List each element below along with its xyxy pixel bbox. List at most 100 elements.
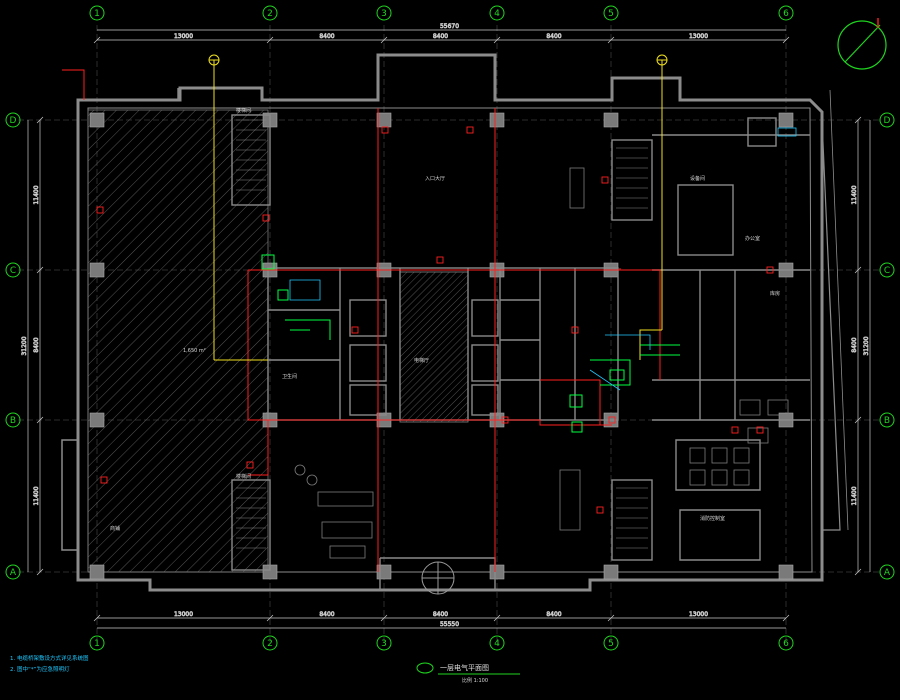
hatched-core-area [399,271,469,423]
cyan-annotations [289,127,797,391]
room-label-office: 办公室 [745,235,760,242]
circuit-tag [571,326,579,334]
grid-bubble-row-B: B [879,412,895,428]
grid-bubble-col-2: 2 [262,5,278,21]
svg-text:3: 3 [381,639,387,649]
circuit-tag [596,506,604,514]
circuit-tag [262,214,270,222]
feeder-lines-yellow [208,54,668,361]
dimension-text: 13000 [689,33,708,40]
circuit-tag [766,266,774,274]
column [778,564,794,580]
svg-text:1: 1 [94,9,100,19]
dimension-text: 8400 [546,611,561,618]
svg-text:A: A [884,568,891,578]
circuit-tag-markers [96,126,774,514]
column [89,564,105,580]
circuit-tag [756,426,764,434]
svg-text:6: 6 [783,9,789,19]
dimension-total: 55550 [440,621,459,628]
drawing-title-block: 一层电气平面图 比例 1:100 [416,662,520,684]
circuit-tag [100,476,108,484]
svg-text:4: 4 [494,9,500,19]
column [89,112,105,128]
circuit-tag [381,126,389,134]
circuit-tag [608,416,616,424]
area-label: 1,650 m² [183,348,206,354]
column [376,112,392,128]
grid-bubble-col-1: 1 [89,5,105,21]
svg-text:D: D [884,116,891,126]
svg-text:2: 2 [267,9,273,19]
room-label-hall: 入口大厅 [425,175,445,182]
room-label-toilet: 卫生间 [282,373,297,380]
room-label-lobby: 电梯厅 [414,357,429,364]
circuit-tag [436,256,444,264]
column [89,412,105,428]
furniture [294,167,789,559]
circuit-tag [501,416,509,424]
grid-bubble-row-B: B [5,412,21,428]
dimension-text: 11400 [33,185,40,204]
dimension-text: 8400 [433,33,448,40]
dimension-text: 8400 [851,337,858,352]
column [89,262,105,278]
revolving-door [421,561,455,595]
drawing-title: 一层电气平面图 [440,663,489,672]
power-wiring-red [62,69,661,572]
circuit-tag [601,176,609,184]
svg-text:B: B [884,416,890,426]
grid-bubble-col-6: 6 [778,635,794,651]
electrical-equipment-green [261,254,680,433]
note-line-1: 1. 电缆桥架敷设方式详见系统图 [10,654,89,662]
svg-text:5: 5 [608,639,614,649]
room-label-store: 库房 [770,290,780,297]
grid-bubble-col-6: 6 [778,5,794,21]
dimension-text: 13000 [174,611,193,618]
column [376,564,392,580]
grid-bubble-col-2: 2 [262,635,278,651]
column [603,564,619,580]
grid-bubble-row-A: A [5,564,21,580]
grid-bubble-col-5: 5 [603,635,619,651]
svg-text:B: B [10,416,16,426]
dimension-text: 8400 [319,611,334,618]
svg-text:1: 1 [94,639,100,649]
svg-text:6: 6 [783,639,789,649]
column [489,112,505,128]
room-label-stair2: 楼梯间 [236,473,251,480]
dimension-text: 8400 [546,33,561,40]
svg-text:2: 2 [267,639,273,649]
dimension-text: 13000 [689,611,708,618]
circuit-tag [351,326,359,334]
circuit-tag [246,461,254,469]
room-label-shop: 商铺 [110,525,120,532]
dimension-text: 11400 [851,486,858,505]
grid-bubble-col-4: 4 [489,5,505,21]
circuit-tag [96,206,104,214]
room-label-control: 消防控制室 [700,515,725,522]
column [489,564,505,580]
dimension-text: 11400 [851,185,858,204]
drawing-subtitle: 比例 1:100 [462,677,488,684]
grid-bubble-col-5: 5 [603,5,619,21]
circuit-tag [731,426,739,434]
room-label-stair1: 楼梯间 [236,107,251,114]
grid-bubble-col-4: 4 [489,635,505,651]
svg-text:A: A [10,568,17,578]
column [603,112,619,128]
grid-bubble-col-1: 1 [89,635,105,651]
grid-bubble-row-D: D [5,112,21,128]
svg-text:C: C [884,266,890,276]
dimension-text: 8400 [33,337,40,352]
circuit-tag [466,126,474,134]
dimension-text: 11400 [33,486,40,505]
column [778,112,794,128]
grid-bubble-col-3: 3 [376,635,392,651]
svg-text:C: C [10,266,16,276]
svg-text:4: 4 [494,639,500,649]
